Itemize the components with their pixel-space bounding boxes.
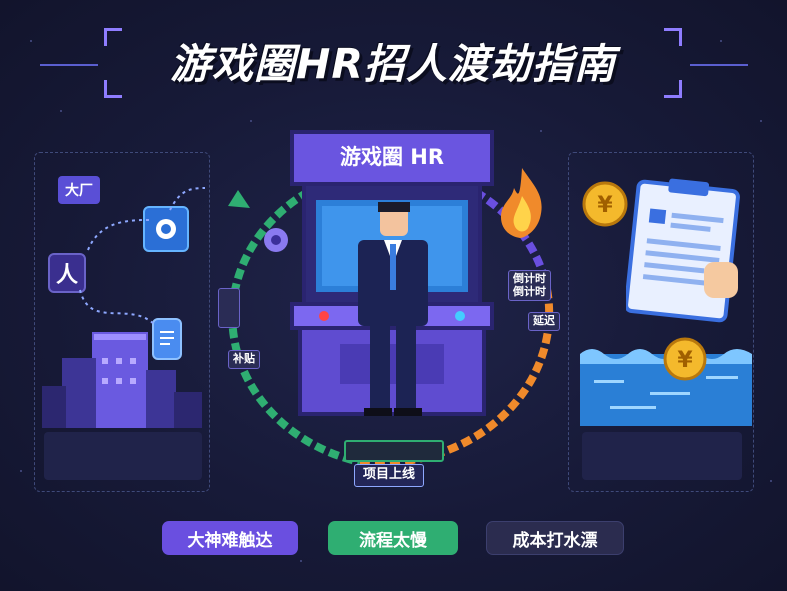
document-icon (152, 318, 182, 360)
cabinet-marquee: 游戏圈 HR (296, 136, 488, 176)
title-bracket (664, 28, 682, 46)
countdown-text-2: 倒计时 (513, 284, 546, 298)
businessman-icon (358, 202, 428, 416)
right-panel (568, 152, 754, 492)
title-line-left (40, 64, 98, 66)
cabinet-marquee-text: 游戏圈 HR (339, 145, 445, 169)
project-launch-tag: 项目上线 (354, 464, 425, 487)
pill-wasted-cost: 成本打水漂 (486, 521, 624, 555)
title-bracket (104, 80, 122, 98)
shield-icon (143, 206, 189, 252)
sinking-coin-icon: ¥ (663, 337, 707, 381)
pill-slow-process: 流程太慢 (328, 521, 458, 555)
right-panel-blank (582, 432, 742, 480)
side-chip-icon (218, 288, 240, 328)
left-panel (34, 152, 210, 492)
person-glyph: 人 (55, 263, 78, 288)
fire-icon (500, 168, 542, 238)
pill-label: 大神难触达 (187, 530, 273, 551)
title-line-right (690, 64, 748, 66)
title-bracket (104, 28, 122, 46)
coin-icon: ¥ (582, 181, 628, 227)
pill-label: 成本打水漂 (512, 530, 598, 551)
left-panel-blank (44, 432, 202, 480)
pill-label: 流程太慢 (359, 530, 427, 551)
dotted-path (79, 187, 206, 326)
lure-tag: 补贴 (228, 350, 260, 369)
delay-tag: 延迟 (528, 312, 560, 331)
title-banner: 游戏圈HR招人渡劫指南 (96, 22, 690, 98)
launch-bar-icon (344, 440, 444, 462)
page-title: 游戏圈HR招人渡劫指南 (170, 40, 616, 88)
pill-hard-to-reach: 大神难触达 (162, 521, 298, 555)
countdown-text-1: 倒计时 (513, 272, 546, 285)
building-icon (42, 332, 202, 428)
countdown-tag: 倒计时 倒计时 (508, 270, 551, 302)
target-icon (264, 228, 288, 252)
clipboard-resume-icon (626, 178, 740, 323)
svg-text:¥: ¥ (677, 348, 693, 373)
person-icon: 人 (48, 253, 86, 293)
svg-text:¥: ¥ (597, 193, 613, 218)
big-company-bubble: 大厂 (58, 176, 100, 204)
title-bracket (664, 80, 682, 98)
